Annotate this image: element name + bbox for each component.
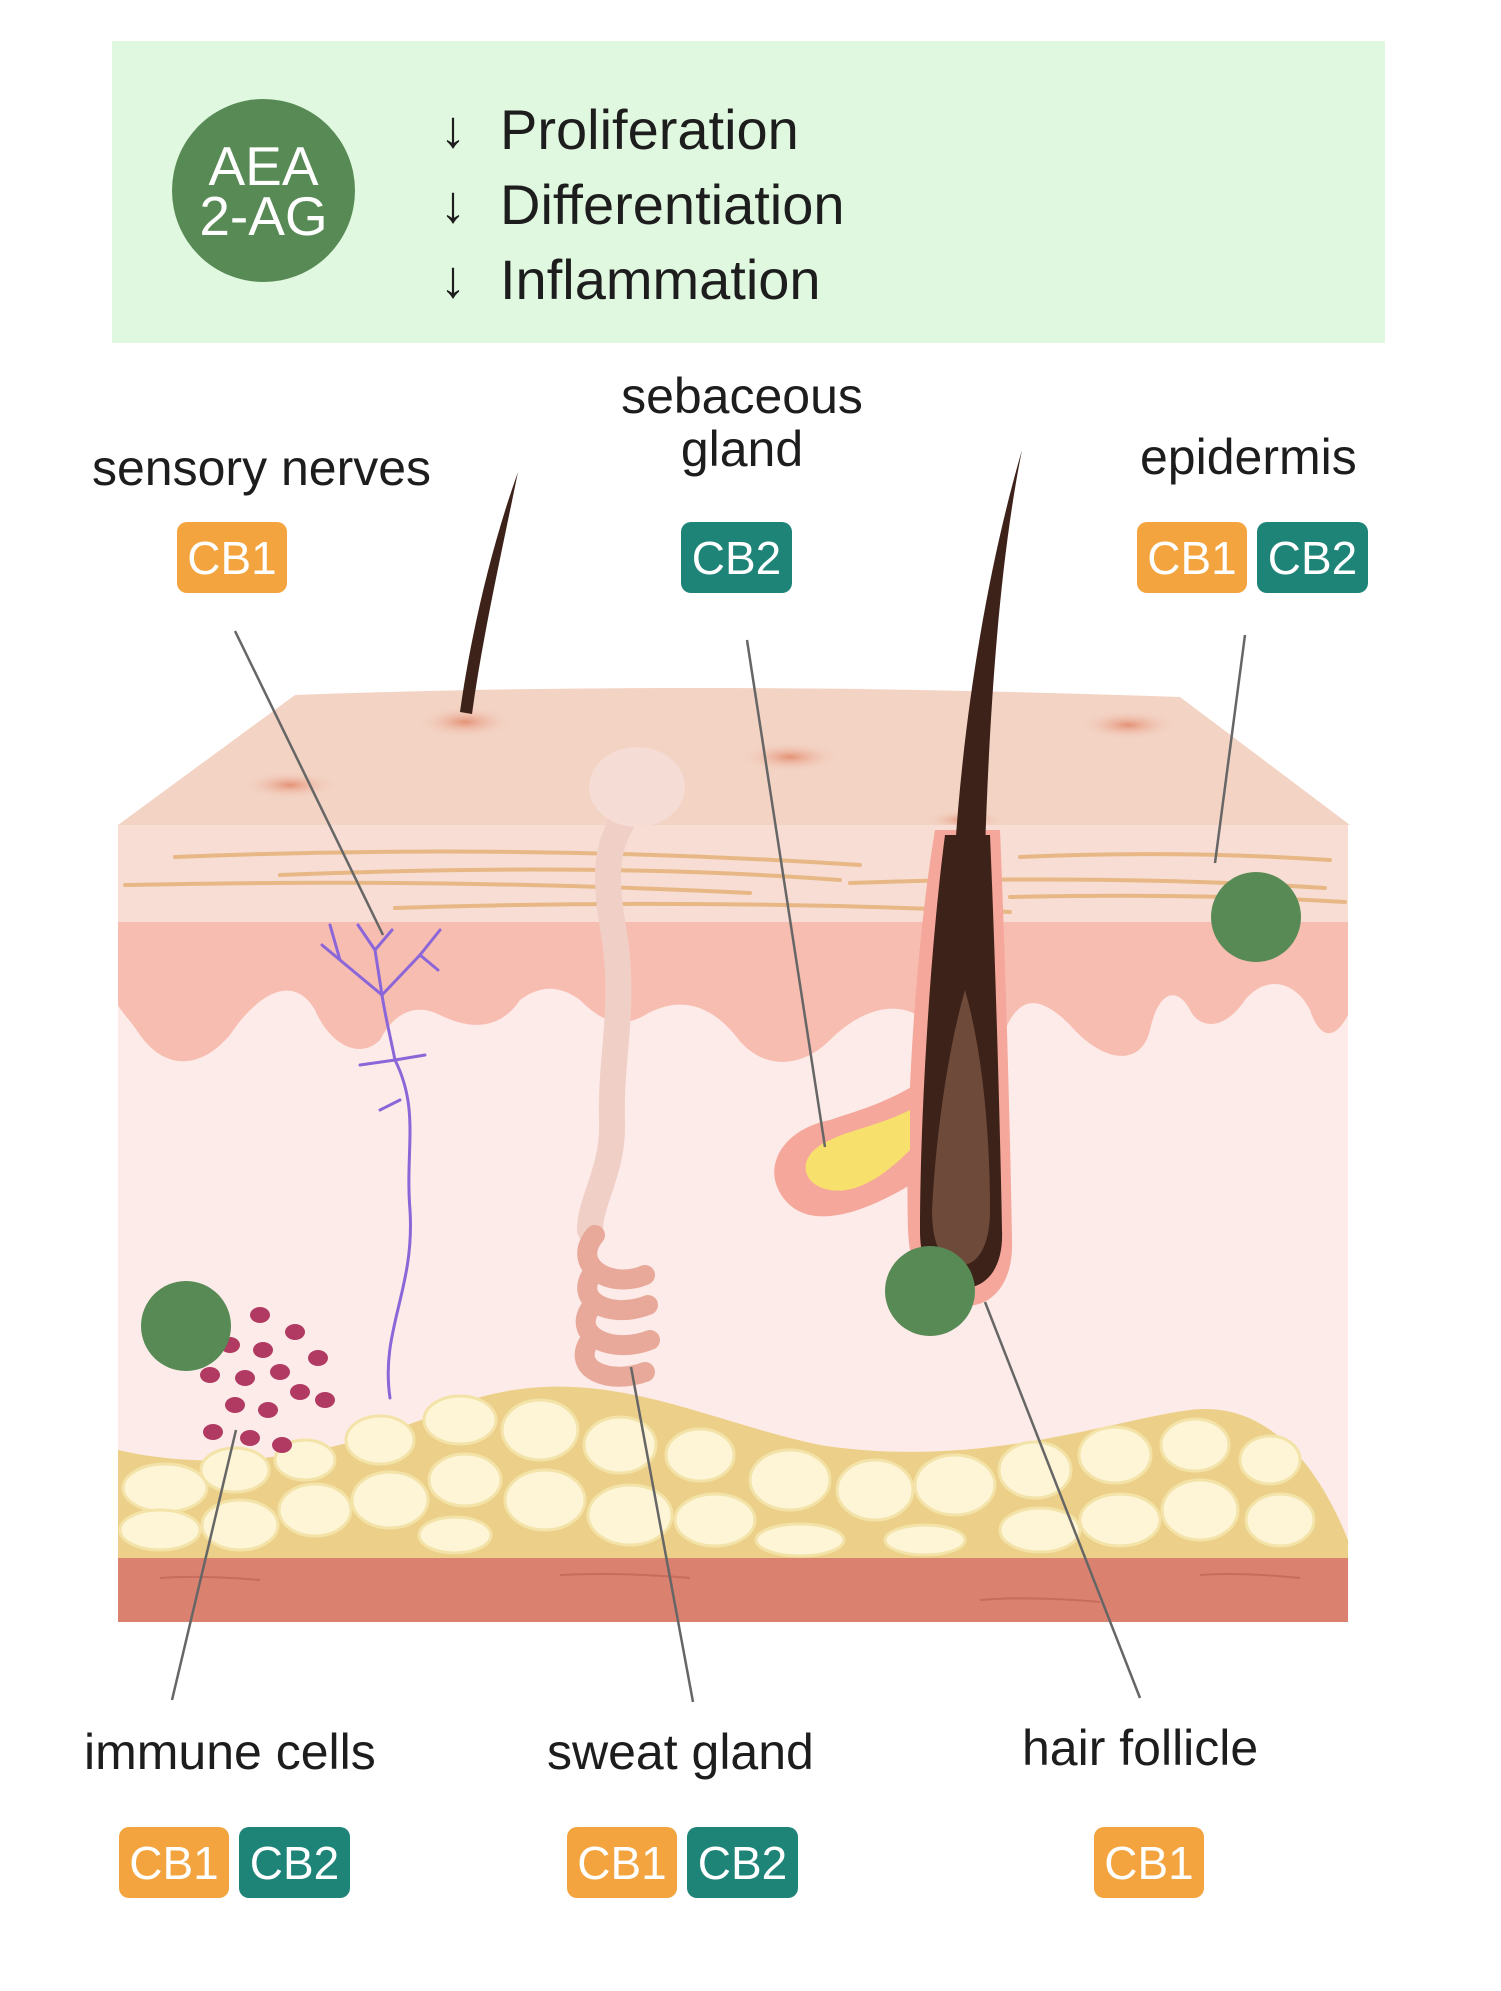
effect-item: ↓ Differentiation [440,167,845,242]
badges-immune-cells: CB1 CB2 [119,1827,350,1898]
epidermis-layer [118,922,1348,1062]
label-sebaceous-gland: sebaceous gland [612,370,872,475]
badges-epidermis: CB1 CB2 [1137,522,1368,593]
sweat-coil [574,1225,660,1387]
down-arrow-icon: ↓ [440,100,466,159]
compound-aea: AEA [208,134,319,197]
pore [1078,710,1178,740]
pore [417,706,513,738]
receptor-badge-cb2: CB2 [239,1827,350,1898]
badges-sebaceous-gland: CB2 [681,522,792,593]
receptor-dot-hair-follicle [885,1246,975,1336]
sebaceous-gland-inner [805,1110,910,1191]
pore [740,742,840,772]
immune-cell-cluster [200,1307,335,1453]
receptor-dot-epidermis [1211,872,1301,962]
hair-bulb [932,990,990,1265]
receptor-badge-cb2: CB2 [1257,522,1368,593]
effect-item: ↓ Proliferation [440,92,845,167]
muscle-layer [118,1558,1348,1622]
effect-item: ↓ Inflammation [440,242,845,317]
leader-immune-cells [170,1429,238,1701]
receptor-badge-cb1: CB1 [119,1827,229,1898]
label-sensory-nerves: sensory nerves [92,440,432,496]
receptor-badge-cb2: CB2 [681,522,792,593]
label-sebaceous-line1: sebaceous [621,368,863,424]
skin-surface-top [118,687,1350,825]
receptor-badge-cb1: CB1 [1094,1827,1204,1898]
effect-label: Proliferation [500,98,799,161]
leader-lines [170,630,1247,1703]
label-sweat-gland: sweat gland [547,1724,814,1780]
leader-epidermis [1213,634,1247,864]
badges-sweat-gland: CB1 CB2 [567,1827,798,1898]
label-hair-follicle: hair follicle [1022,1720,1259,1776]
receptor-badge-cb1: CB1 [1137,522,1247,593]
endocannabinoid-circle: AEA 2-AG [172,99,355,282]
receptor-badge-cb1: CB1 [567,1827,677,1898]
fat-cells [118,1394,1316,1558]
label-immune-cells: immune cells [84,1724,376,1780]
compound-2ag: 2-AG [199,184,328,247]
sensory-nerve [320,923,442,1400]
badges-sensory-nerves: CB1 [177,522,287,593]
receptor-badge-cb1: CB1 [177,522,287,593]
leader-sebaceous-gland [745,639,827,1148]
receptor-badge-cb2: CB2 [687,1827,798,1898]
effect-label: Inflammation [500,248,821,311]
small-hair [460,472,518,714]
receptor-dot-immune-cells [141,1281,231,1371]
sweat-pore [589,747,685,827]
badges-hair-follicle: CB1 [1094,1827,1204,1898]
pore [242,771,338,799]
muscle-fibers [159,1573,1301,1603]
down-arrow-icon: ↓ [440,250,466,309]
sweat-duct [577,787,653,1243]
down-arrow-icon: ↓ [440,175,466,234]
leader-hair-follicle [983,1301,1142,1699]
leader-sensory-nerves [233,630,385,936]
hair-shaft [955,450,1022,850]
leader-sweat-gland [629,1366,695,1703]
effect-label: Differentiation [500,173,845,236]
label-epidermis: epidermis [1140,429,1357,485]
effects-list: ↓ Proliferation ↓ Differentiation ↓ Infl… [440,92,845,317]
label-sebaceous-line2: gland [680,420,804,477]
